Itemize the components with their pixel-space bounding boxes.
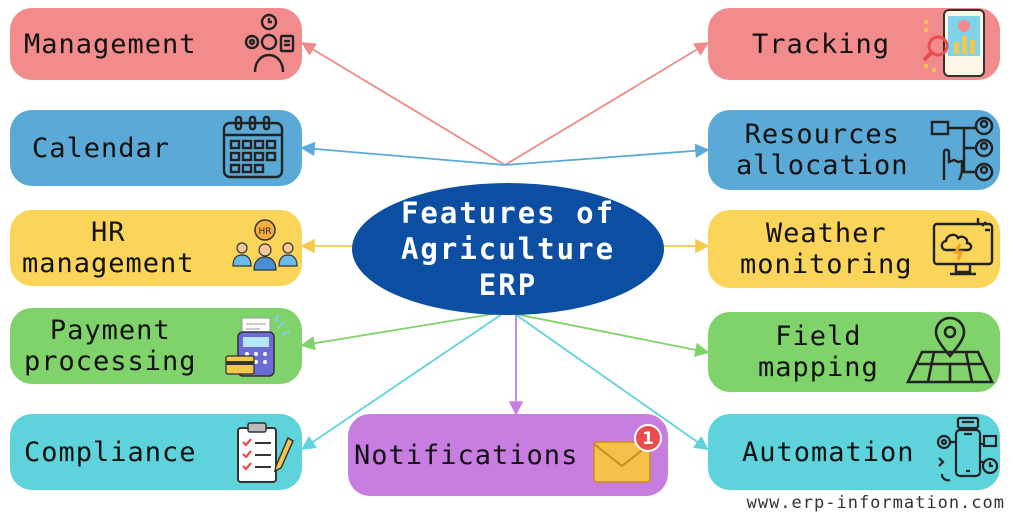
connector-calendar [300, 141, 506, 166]
connector-tracking [504, 42, 710, 166]
feature-compliance: Compliance [10, 414, 302, 490]
calendar-icon [222, 115, 284, 179]
feature-compliance-label: Compliance [24, 436, 197, 468]
feature-automation: Automation [708, 414, 1000, 490]
feature-weather-monitoring-label: Weather monitoring [740, 218, 913, 280]
central-topic: Features of Agriculture ERP [352, 183, 664, 315]
clipboard-check-icon [237, 422, 294, 483]
feature-management-label: Management [24, 28, 197, 60]
envelope-badge-icon: 1 [593, 424, 662, 483]
notification-badge-count: 1 [642, 429, 654, 449]
feature-hr-management-label: HR management [22, 217, 195, 279]
map-pin-icon [905, 316, 995, 384]
feature-notifications-label: Notifications [354, 439, 579, 471]
feature-weather-monitoring: Weather monitoring [708, 210, 1000, 288]
connector-compliance [301, 311, 506, 451]
phone-chart-icon [922, 9, 985, 77]
payment-terminal-icon [225, 313, 291, 377]
feature-resources-allocation: Resources allocation [708, 110, 1000, 190]
hr-team-icon: HR [232, 219, 298, 271]
feature-notifications: Notifications 1 [348, 414, 668, 496]
feature-calendar: Calendar [10, 110, 302, 186]
user-network-icon [930, 116, 994, 182]
monitor-cloud-icon [932, 218, 994, 276]
connector-automation [511, 311, 709, 451]
central-topic-title: Features of Agriculture ERP [400, 196, 616, 302]
feature-automation-label: Automation [742, 436, 915, 468]
connector-payment [300, 311, 506, 351]
team-gear-icon [244, 13, 295, 73]
svg-text:HR: HR [258, 227, 271, 237]
feature-hr-management: HR management HR [10, 210, 302, 286]
phone-automation-icon [936, 416, 999, 482]
connector-resources [504, 143, 710, 166]
feature-tracking-label: Tracking [752, 28, 891, 60]
feature-field-mapping-label: Field mapping [758, 321, 879, 383]
feature-management: Management [10, 8, 302, 80]
feature-payment-processing: Payment processing [10, 308, 302, 384]
connector-management [300, 42, 506, 166]
feature-payment-processing-label: Payment processing [24, 315, 197, 377]
feature-field-mapping: Field mapping [708, 312, 1000, 392]
feature-calendar-label: Calendar [32, 132, 171, 164]
connector-field [504, 311, 710, 357]
feature-tracking: Tracking [708, 8, 1000, 80]
source-watermark: www.erp-information.com [746, 493, 1005, 513]
feature-resources-allocation-label: Resources allocation [736, 119, 909, 181]
